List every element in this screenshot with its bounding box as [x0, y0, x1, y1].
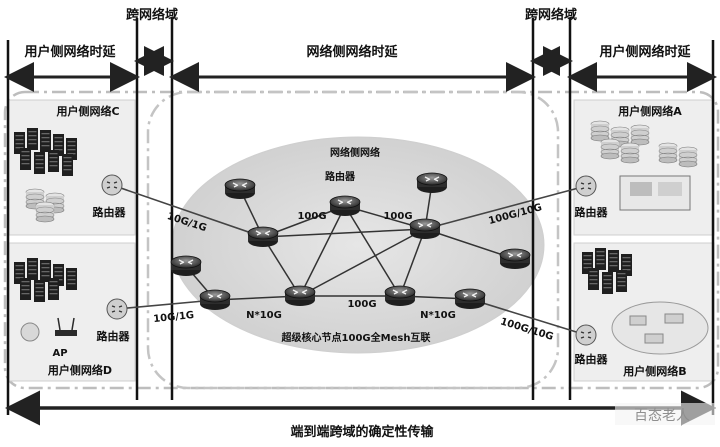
watermark-backdrop	[615, 403, 715, 425]
router-b-label: 路由器	[575, 352, 609, 366]
net-d-title: 用户侧网络D	[48, 363, 112, 377]
nx10g-label-left: N*10G	[246, 310, 282, 321]
speed-label-bottom: 100G	[347, 299, 376, 310]
watermark-text: 百态老人	[634, 408, 690, 424]
core-router-icon	[454, 288, 486, 310]
user-latency-label-left: 用户侧网络时延	[23, 44, 116, 60]
net-c-title: 用户侧网络C	[56, 104, 119, 118]
speed-label-top-left: 100G	[297, 211, 326, 222]
network-topology-icon	[611, 301, 709, 355]
router-c-icon	[101, 174, 123, 196]
router-b-icon	[575, 324, 597, 346]
link-b-speed-label: 100G/10G	[499, 316, 555, 343]
link-a-core	[424, 185, 587, 230]
network-side-frame	[146, 90, 560, 390]
link-d-speed-label: 10G/1G	[153, 310, 195, 325]
router-d-icon	[106, 298, 128, 320]
core-network-ellipse	[171, 136, 545, 354]
mesh-caption: 超级核心节点100G全Mesh互联	[281, 331, 431, 344]
end-to-end-caption: 端到端跨域的确定性传输	[290, 424, 434, 440]
core-router-icon	[247, 226, 279, 248]
speed-label-top-right: 100G	[383, 211, 412, 222]
core-network-label: 网络侧网络	[330, 146, 380, 159]
router-c-label: 路由器	[93, 205, 127, 219]
ap-device-icon	[20, 317, 77, 342]
link-c-core	[111, 184, 264, 238]
net-a-title: 用户侧网络A	[618, 104, 682, 118]
nx10g-label-right: N*10G	[420, 310, 456, 321]
core-router-icon	[384, 285, 416, 307]
core-router-icon	[224, 178, 256, 200]
link-d-core	[116, 299, 216, 310]
core-router-label: 路由器	[325, 170, 356, 183]
monitoring-workstation-icon	[619, 175, 691, 211]
core-router-icon	[199, 289, 231, 311]
router-a-label: 路由器	[575, 205, 609, 219]
core-router-icon	[409, 218, 441, 240]
core-router-icon	[170, 255, 202, 277]
user-latency-label-right: 用户侧网络时延	[598, 44, 691, 60]
router-a-icon	[575, 175, 597, 197]
cross-domain-label-left: 跨网络域	[126, 7, 178, 23]
link-b-core	[469, 298, 587, 336]
core-router-icon	[284, 285, 316, 307]
router-d-label: 路由器	[97, 329, 131, 343]
ap-label: AP	[52, 348, 67, 359]
network-latency-label: 网络侧网络时延	[306, 44, 398, 60]
core-router-icon	[416, 172, 448, 194]
cross-domain-label-right: 跨网络域	[525, 7, 577, 23]
core-router-icon	[329, 195, 361, 217]
net-b-title: 用户侧网络B	[623, 364, 686, 378]
core-router-icon	[499, 248, 531, 270]
